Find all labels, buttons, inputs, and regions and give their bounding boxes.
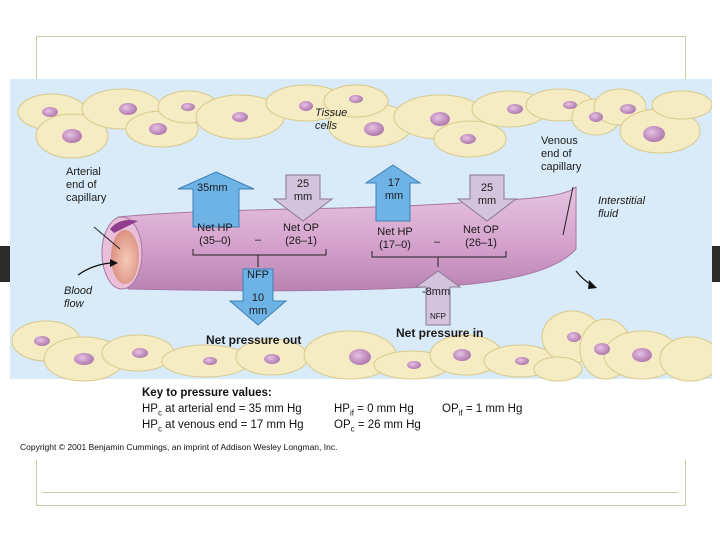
key-hpif: HPif = 0 mm Hg	[334, 403, 414, 418]
arterial-pointer	[93, 226, 121, 250]
capillary-diagram	[10, 79, 712, 382]
arterial-end-label: Arterial end of capillary	[66, 166, 107, 204]
venous-hp-value: 17 mm	[384, 177, 404, 202]
venous-pointer	[562, 186, 574, 236]
key-opc: OPc = 26 mm Hg	[334, 419, 421, 434]
exit-flow-arrowhead	[588, 280, 597, 289]
venous-net-hp: Net HP (17–0)	[377, 226, 413, 251]
net-pressure-in-label: Net pressure in	[396, 326, 484, 340]
key-title: Key to pressure values:	[142, 387, 272, 399]
venous-end-label: Venous end of capillary	[541, 135, 582, 173]
capillary-lumen	[111, 230, 139, 284]
left-dark-band	[0, 246, 12, 282]
blood-flow-arrow	[77, 262, 111, 276]
venous-op-value: 25 mm	[477, 182, 497, 207]
blood-flow-arrowhead	[110, 259, 118, 267]
arterial-bracket	[192, 249, 327, 256]
key-hpc-arterial: HPc at arterial end = 35 mm Hg	[142, 403, 302, 418]
arterial-net-op: Net OP (26–1)	[282, 222, 320, 247]
copyright-notice: Copyright © 2001 Benjamin Cummings, an i…	[20, 442, 338, 452]
key-hpc-venous: HPc at venous end = 17 mm Hg	[142, 419, 304, 434]
figure-card: Tissue cells Arterial end of capillary V…	[10, 79, 712, 460]
arterial-nfp-label: NFP	[247, 269, 269, 281]
blood-flow-label: Blood flow	[64, 285, 93, 310]
slide-bottom-rule	[42, 492, 678, 493]
tissue-cells-label: Tissue cells	[315, 107, 348, 132]
top-cell-nuclei	[42, 95, 665, 144]
venous-nfp-label: NFP	[430, 312, 446, 321]
arterial-op-value: 25 mm	[293, 178, 313, 203]
interstitial-fluid-label: Interstitial fluid	[598, 195, 646, 220]
arterial-hp-up-arrow	[177, 171, 255, 228]
arterial-minus: –	[255, 234, 262, 246]
venous-hp-up-arrow	[364, 164, 422, 222]
arterial-nfp-down-arrow	[228, 268, 288, 326]
arterial-op-down-arrow	[272, 174, 334, 222]
arterial-nfp-value: 10 mm	[248, 292, 268, 317]
arterial-net-hp: Net HP (35–0)	[197, 222, 233, 247]
venous-nfp-value: -8mm	[422, 286, 451, 298]
venous-nfp-up-arrow	[414, 270, 462, 326]
venous-bracket	[371, 251, 507, 258]
venous-op-down-arrow	[456, 174, 518, 222]
endothelial-cell	[110, 220, 138, 233]
venous-minus: –	[434, 236, 441, 248]
bottom-cell-nuclei	[34, 332, 652, 369]
venous-net-op: Net OP (26–1)	[462, 224, 500, 249]
net-pressure-out-label: Net pressure out	[206, 333, 302, 347]
arterial-hp-value: 35mm	[197, 182, 228, 194]
key-opif: OPif = 1 mm Hg	[442, 403, 523, 418]
